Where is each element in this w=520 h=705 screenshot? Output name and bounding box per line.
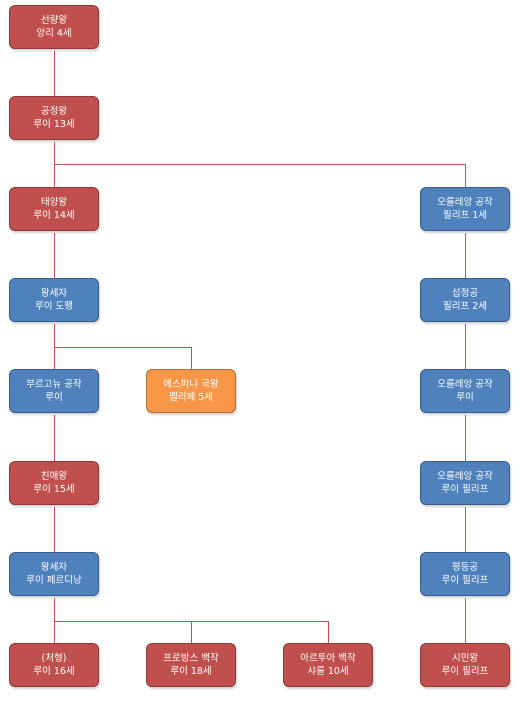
node-title: 태양왕 — [40, 197, 68, 208]
node-title: 오를레앙 공작 — [437, 197, 493, 208]
node-title: 선량왕 — [40, 15, 68, 26]
node-title: 공정왕 — [40, 106, 68, 117]
node-name: 루이 필리프 — [441, 666, 489, 677]
node-name: 루이 13세 — [33, 119, 75, 130]
node-louis-xiv: 태양왕 루이 14세 — [9, 187, 99, 231]
node-name: 루이 필리프 — [441, 484, 489, 495]
node-philippe-i: 오를레앙 공작 필리프 1세 — [420, 187, 510, 231]
node-name: 루이 14세 — [33, 210, 75, 221]
node-louis-xviii: 프로방스 백작 루이 18세 — [146, 643, 236, 687]
node-grand-dauphin: 왕세자 루이 도팽 — [9, 278, 99, 322]
node-louis-xvi: (처형) 루이 16세 — [9, 643, 99, 687]
node-louis-philippe-king: 시민왕 루이 필리프 — [420, 643, 510, 687]
connector-n8-n11 — [191, 621, 329, 643]
node-henri-iv: 선량왕 앙리 4세 — [9, 5, 99, 49]
node-name: 필리프 2세 — [442, 301, 488, 312]
node-name: 루이 — [456, 392, 474, 403]
node-louis-xiii: 공정왕 루이 13세 — [9, 96, 99, 140]
node-title: 오를레앙 공작 — [437, 471, 493, 482]
node-title: 왕세자 — [40, 562, 68, 573]
node-title: 오를레앙 공작 — [437, 379, 493, 390]
node-name: 루이 18세 — [170, 666, 212, 677]
node-title: 왕세자 — [40, 288, 68, 299]
connector-n8-n10 — [54, 621, 192, 643]
node-title: 에스파냐 국왕 — [163, 379, 219, 390]
connector-n2-n12 — [54, 164, 466, 187]
node-louis-orleans: 오를레앙 공작 루이 — [420, 369, 510, 413]
node-philippe-ii: 섭정공 필리프 2세 — [420, 278, 510, 322]
node-name: 앙리 4세 — [36, 28, 72, 39]
node-louis-xv: 친애왕 루이 15세 — [9, 461, 99, 505]
node-title: 시민왕 — [451, 653, 479, 664]
node-philippe-egalite: 평등공 루이 필리프 — [420, 552, 510, 596]
node-name: 루이 페르디낭 — [26, 575, 82, 586]
node-name: 루이 필리프 — [441, 575, 489, 586]
node-name: 펠리페 5세 — [168, 392, 214, 403]
node-title: 섭정공 — [451, 288, 479, 299]
node-title: 아르투아 백작 — [300, 653, 356, 664]
node-charles-x: 아르투아 백작 샤를 10세 — [283, 643, 373, 687]
connector-n4-n6 — [54, 347, 192, 369]
node-title: (처형) — [41, 653, 67, 664]
node-title: 친애왕 — [40, 471, 68, 482]
node-title: 프로방스 백작 — [163, 653, 219, 664]
node-name: 루이 16세 — [33, 666, 75, 677]
node-name: 루이 도팽 — [35, 301, 73, 312]
node-name: 필리프 1세 — [442, 210, 488, 221]
node-name: 루이 15세 — [33, 484, 75, 495]
node-philip-v: 에스파냐 국왕 펠리페 5세 — [146, 369, 236, 413]
node-name: 샤를 10세 — [307, 666, 349, 677]
node-dauphin-louis-ferdinand: 왕세자 루이 페르디낭 — [9, 552, 99, 596]
node-louis-philippe-orleans: 오를레앙 공작 루이 필리프 — [420, 461, 510, 505]
node-name: 루이 — [45, 392, 63, 403]
node-title: 평등공 — [451, 562, 479, 573]
node-duke-burgundy: 부르고뉴 공작 루이 — [9, 369, 99, 413]
node-title: 부르고뉴 공작 — [26, 379, 82, 390]
